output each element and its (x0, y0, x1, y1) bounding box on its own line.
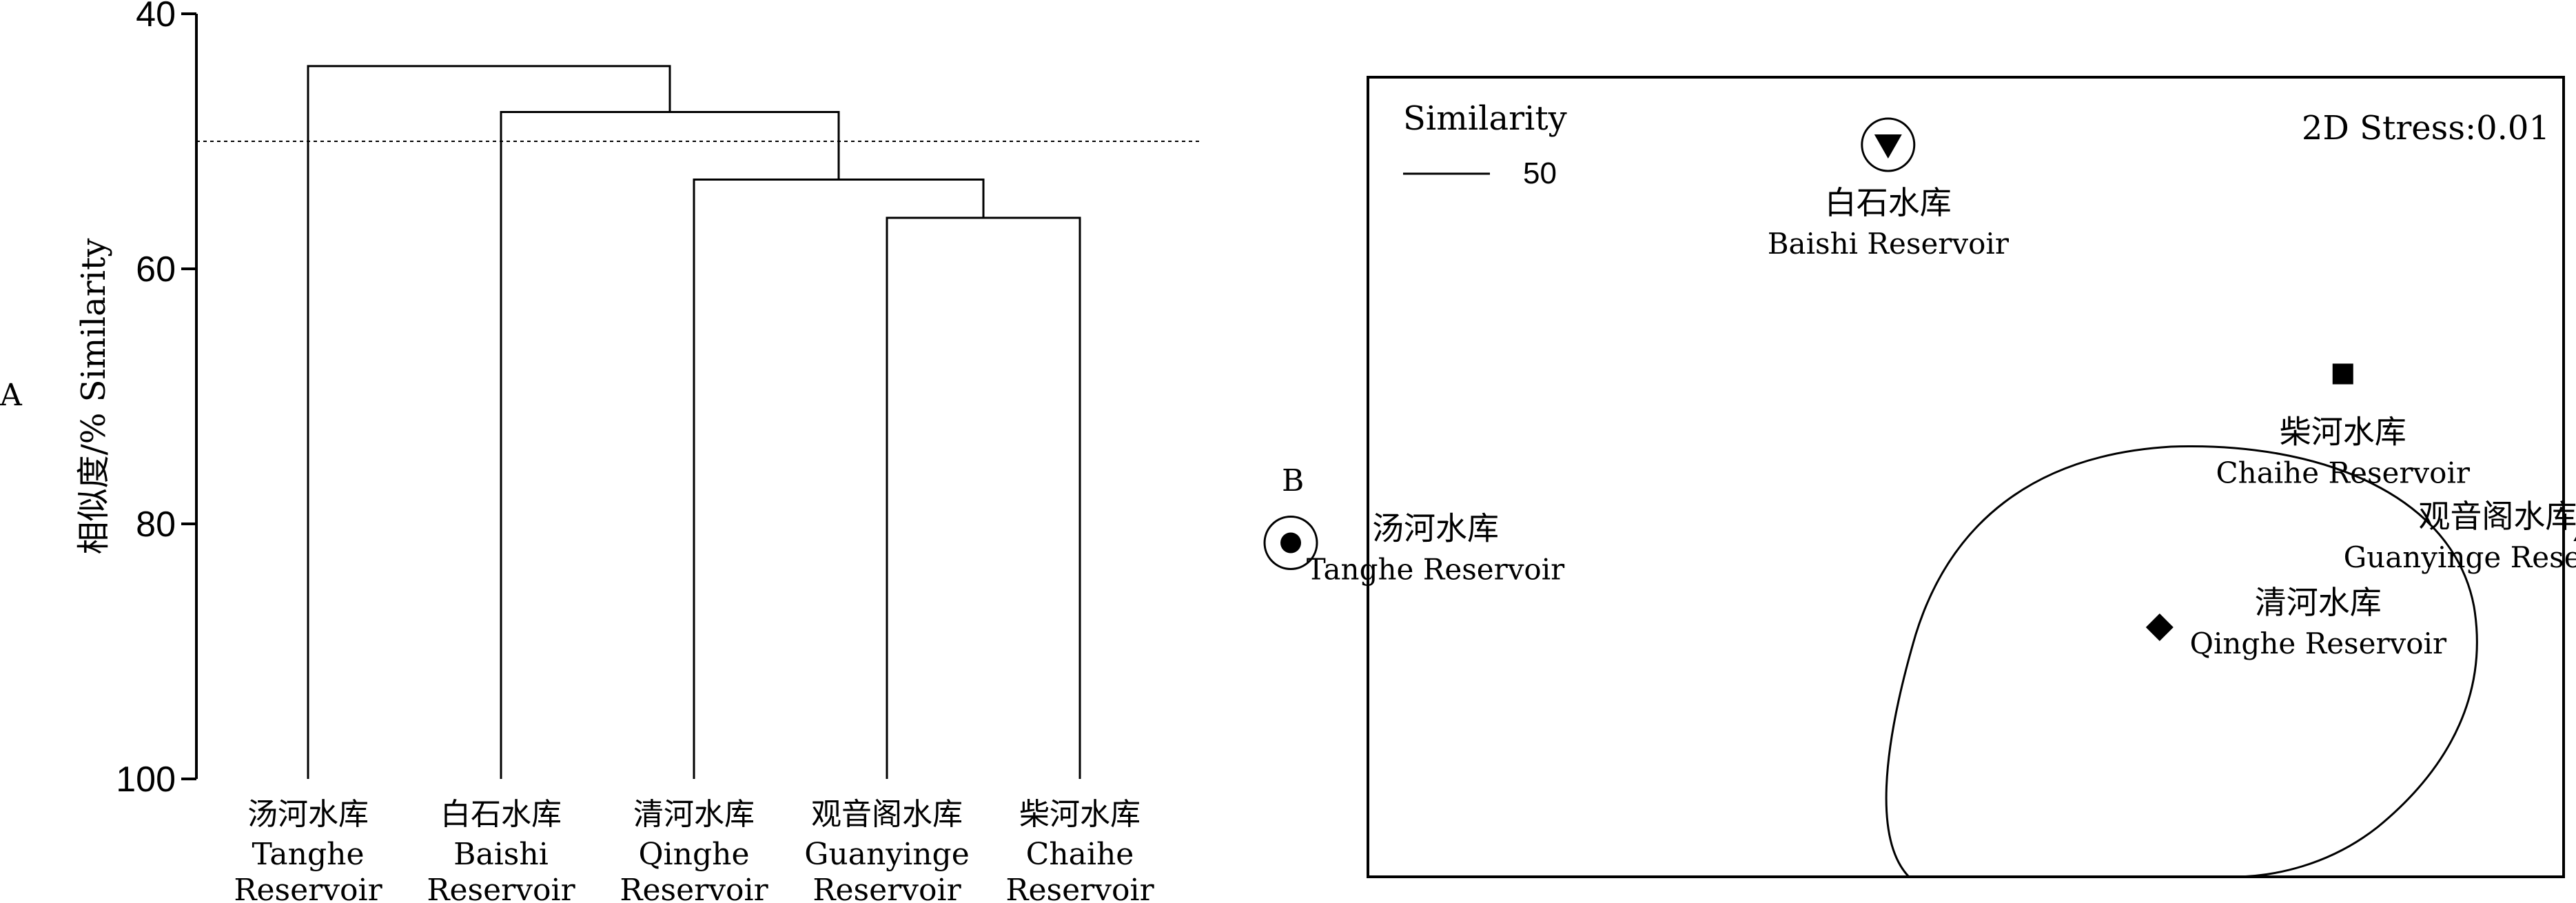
y-axis-label: 相似度/% Similarity (74, 239, 113, 555)
marker-circle (1280, 532, 1301, 554)
dendrogram-link (886, 216, 1081, 779)
leaf-label-line: Reservoir (427, 873, 575, 903)
y-axis-ticks: 40 60 80 100 (116, 0, 196, 800)
point-label-en: Baishi Reservoir (1768, 227, 2010, 261)
mds-point: 观音阁水库 Guanyinge Reservoir (2344, 498, 2576, 574)
y-tick-label: 80 (136, 505, 176, 545)
dendrogram-link (500, 110, 840, 779)
point-label-cn: 清河水库 (2255, 584, 2382, 621)
point-label-en: Chaihe Reservoir (2216, 456, 2471, 490)
point-label-cn: 观音阁水库 (2418, 498, 2576, 535)
leaf-label-line: Qinghe (638, 837, 749, 872)
point-label-cn: 白石水库 (1825, 184, 1952, 221)
y-tick-label: 100 (116, 760, 176, 800)
stress-label: 2D Stress:0.01 (2302, 109, 2550, 148)
marker-diamond (2145, 613, 2174, 641)
dendrogram-link (307, 65, 671, 779)
leaf-label-line: Reservoir (620, 873, 768, 903)
leaf-label-line: 清河水库 (633, 797, 755, 832)
mds-point: 柴河水库 Chaihe Reservoir (2216, 363, 2471, 490)
marker-triangle-up (2573, 536, 2576, 541)
leaf-label-line: Reservoir (1005, 873, 1154, 903)
marker-triangle-down (1874, 134, 1902, 159)
similarity-contour (1885, 445, 2478, 878)
point-label-cn: 汤河水库 (1372, 510, 1499, 547)
dendrogram-links (307, 65, 1081, 779)
leaf-label-line: Reservoir (234, 873, 382, 903)
point-label-en: Qinghe Reservoir (2190, 627, 2447, 660)
panel-b-label: B (1282, 463, 1304, 498)
leaf-label-line: Tanghe (252, 837, 364, 872)
leaf-label-line: Guanyinge (804, 837, 970, 872)
mds-points: 白石水库 Baishi Reservoir 柴河水库 Chaihe Reservoir… (1263, 117, 2576, 660)
legend-title: Similarity (1403, 99, 1567, 138)
leaf-label-line: Reservoir (812, 873, 961, 903)
legend-value: 50 (1523, 156, 1557, 190)
point-label-cn: 柴河水库 (2280, 414, 2406, 451)
point-label-en: Guanyinge Reservoir (2344, 540, 2576, 574)
leaf-label-line: 柴河水库 (1019, 797, 1141, 832)
cluster-ring (1861, 117, 1916, 172)
dendrogram-link (693, 179, 985, 779)
leaf-label-line: Chaihe (1026, 837, 1134, 872)
point-label-en: Tanghe Reservoir (1307, 553, 1565, 587)
mds-point: 汤河水库 Tanghe Reservoir (1263, 510, 1565, 587)
y-tick-label: 40 (136, 0, 176, 34)
leaf-labels: 汤河水库TangheReservoir白石水库BaishiReservoir清河… (234, 797, 1154, 903)
leaf-label-line: Baishi (453, 837, 549, 872)
cluster-ring (1263, 516, 1318, 570)
leaf-label-line: 汤河水库 (247, 797, 369, 832)
plot-frame (1367, 76, 2565, 878)
y-tick-label: 60 (136, 250, 176, 290)
leaf-label-line: 白石水库 (440, 797, 562, 832)
mds-point: 清河水库 Qinghe Reservoir (2145, 584, 2447, 660)
mds-point: 白石水库 Baishi Reservoir (1768, 117, 2010, 261)
panel-a-label: A (0, 378, 23, 413)
mds-panel: Similarity 50 2D Stress:0.01 白石水库 Baishi … (1263, 76, 2576, 878)
leaf-label-line: 观音阁水库 (811, 797, 963, 832)
marker-square (2332, 363, 2353, 385)
